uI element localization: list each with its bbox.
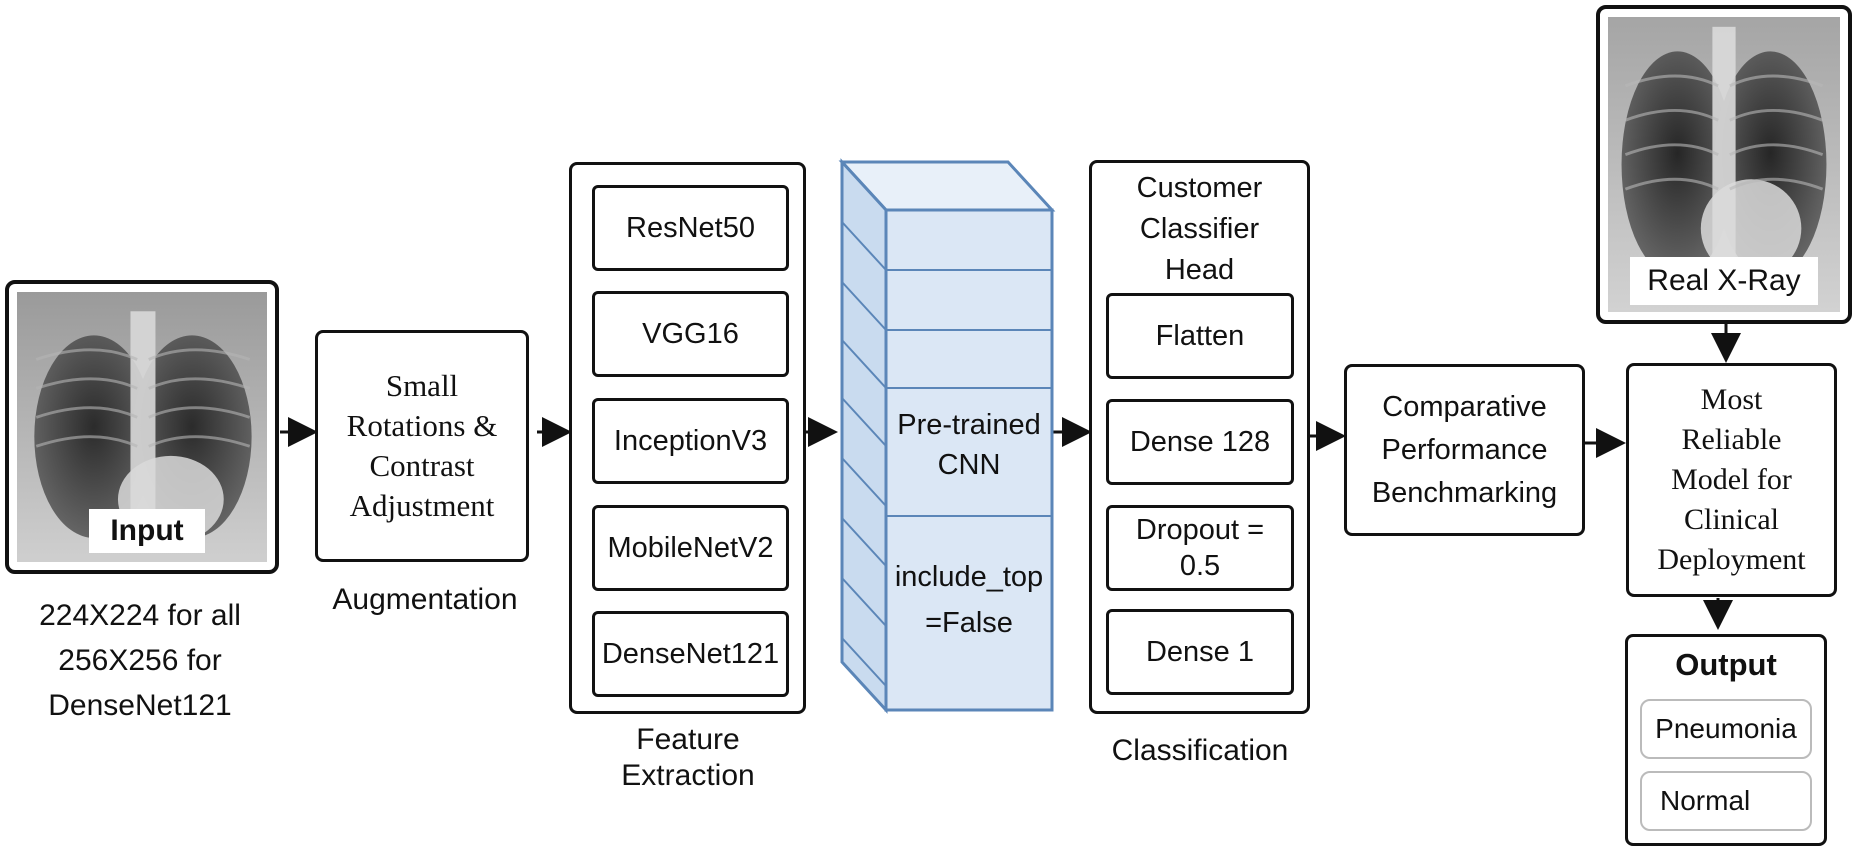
layer-dropout: Dropout = 0.5	[1106, 505, 1294, 591]
input-size-line-2: 256X256 for	[58, 644, 222, 677]
output-box: Output Pneumonia Normal	[1625, 634, 1827, 846]
reliable-line-2: Reliable	[1681, 423, 1782, 456]
reliable-model-box: Most Reliable Model for Clinical Deploym…	[1626, 363, 1837, 597]
classifier-title-line-2: Classifier	[1139, 212, 1260, 245]
layer-flatten: Flatten	[1106, 293, 1294, 379]
model-vgg16: VGG16	[592, 291, 789, 377]
input-xray-frame: Input	[5, 280, 279, 574]
output-title: Output	[1675, 647, 1777, 682]
real-xray-label: Real X-Ray	[1630, 257, 1818, 305]
augmentation-line-3: Contrast	[369, 448, 475, 483]
real-xray-frame: Real X-Ray	[1596, 5, 1852, 324]
pretrained-cnn-block	[838, 158, 1056, 714]
input-size-line-3: DenseNet121	[48, 689, 232, 722]
augmentation-caption: Augmentation	[332, 583, 518, 616]
benchmark-line-3: Benchmarking	[1371, 476, 1558, 509]
cnn-label-top-line-2: CNN	[937, 449, 1001, 481]
model-mobilenetv2: MobileNetV2	[592, 505, 789, 591]
model-resnet50: ResNet50	[592, 185, 789, 271]
augmentation-line-1: Small	[385, 368, 459, 403]
model-inceptionv3: InceptionV3	[592, 398, 789, 484]
feature-extraction-box: ResNet50 VGG16 InceptionV3 MobileNetV2 D…	[569, 162, 806, 714]
cnn-label-bottom-line-2: =False	[925, 607, 1013, 639]
classifier-head-box: Customer Classifier Head Flatten Dense 1…	[1089, 160, 1310, 714]
feature-extraction-caption-1: Feature	[636, 723, 740, 756]
benchmark-line-1: Comparative	[1382, 390, 1547, 423]
output-class-pneumonia: Pneumonia	[1640, 699, 1812, 759]
output-class-normal: Normal	[1640, 771, 1812, 831]
augmentation-line-4: Adjustment	[349, 488, 495, 523]
benchmark-box: Comparative Performance Benchmarking	[1344, 364, 1585, 536]
cnn-label-top: Pre-trained CNN	[886, 405, 1052, 485]
reliable-line-5: Deployment	[1657, 543, 1806, 576]
classifier-head-title: Customer Classifier Head	[1092, 169, 1307, 289]
layer-dense-1: Dense 1	[1106, 609, 1294, 695]
reliable-line-3: Model for	[1671, 463, 1792, 496]
classification-caption: Classification	[1111, 734, 1289, 767]
augmentation-box: Small Rotations & Contrast Adjustment	[315, 330, 529, 562]
reliable-line-1: Most	[1700, 383, 1763, 416]
augmentation-line-2: Rotations &	[346, 408, 498, 443]
input-size-line-1: 224X224 for all	[39, 599, 241, 632]
classifier-title-line-1: Customer	[1136, 171, 1263, 204]
cnn-label-bottom: include_top =False	[886, 555, 1052, 645]
classifier-title-line-3: Head	[1164, 253, 1235, 286]
input-label: Input	[89, 509, 205, 553]
cnn-label-top-line-1: Pre-trained	[897, 409, 1041, 441]
layer-dense-128: Dense 128	[1106, 399, 1294, 485]
cnn-label-bottom-line-1: include_top	[894, 561, 1044, 593]
model-densenet121: DenseNet121	[592, 611, 789, 697]
feature-extraction-caption-2: Extraction	[621, 759, 755, 792]
benchmark-line-2: Performance	[1381, 433, 1548, 466]
reliable-line-4: Clinical	[1684, 503, 1779, 536]
